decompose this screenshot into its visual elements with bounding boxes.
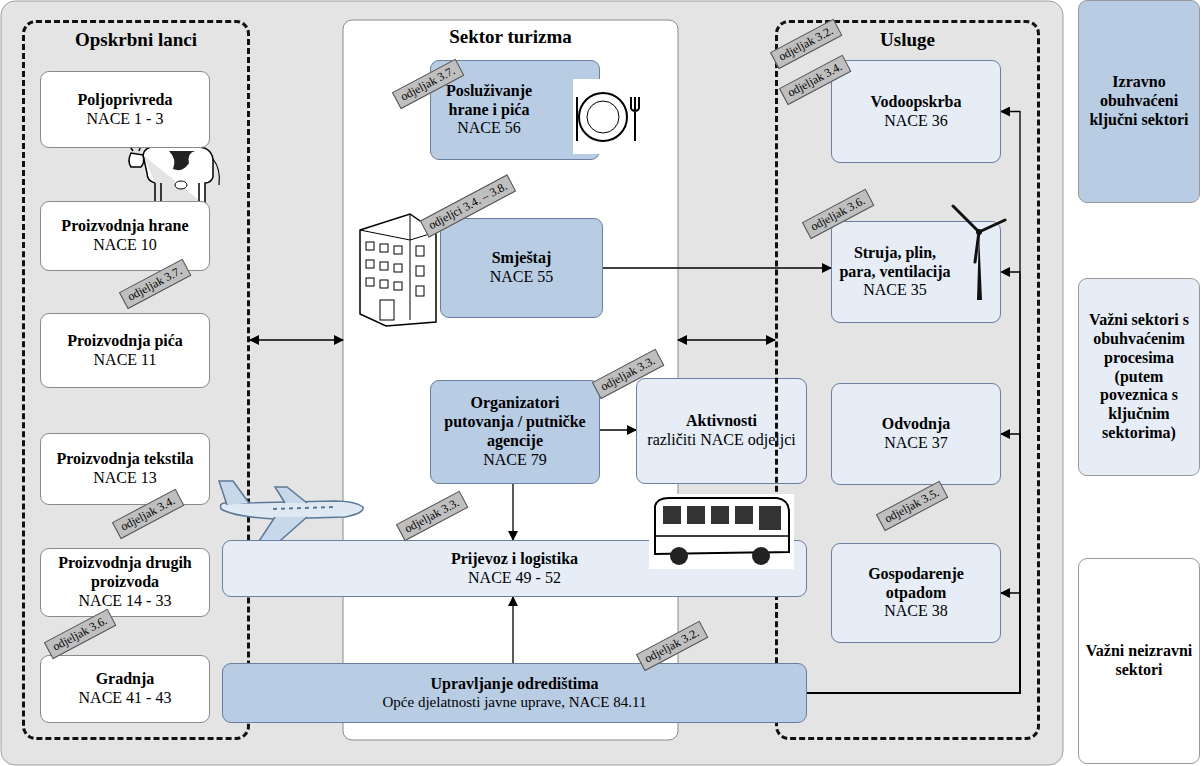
nace-code: NACE 1 - 3 (47, 110, 203, 129)
text-wrap: Gospodarenje otpadomNACE 38 (838, 565, 994, 622)
sector-name: Proizvodnja hrane (47, 217, 203, 236)
sector-name: Vodoopskrba (838, 93, 994, 112)
sector-name: Posluživanje hrane i pića (437, 82, 541, 120)
legend-swatch: Izravno obuhvaćeni ključni sektori (1078, 0, 1200, 203)
nace-code: NACE 79 (437, 451, 593, 470)
nace-code: NACE 49 - 52 (229, 569, 800, 588)
sector-panel (343, 20, 678, 740)
wind-turbine-icon (949, 202, 1009, 302)
nace-code: NACE 37 (838, 434, 994, 453)
legend-text: Važni sektori s obuhvaćenim procesima (p… (1085, 311, 1193, 443)
text-wrap: Posluživanje hrane i pićaNACE 56 (437, 82, 541, 139)
legend-text: Važni neizravni sektori (1085, 642, 1193, 680)
connector-arrow (512, 597, 513, 663)
nace-code: NACE 13 (47, 469, 203, 488)
sector-name: Smještaj (447, 249, 596, 268)
text-wrap: OdvodnjaNACE 37 (838, 415, 994, 453)
sector-box: Proizvodnja drugih proizvodaNACE 14 - 33 (40, 548, 210, 617)
text-wrap: Proizvodnja tekstilaNACE 13 (47, 450, 203, 488)
sector-box: SmještajNACE 55 (440, 218, 603, 318)
sector-name: Prijevoz i logistika (229, 550, 800, 569)
text-wrap: Upravljanje odredištimaOpće djelatnosti … (229, 675, 800, 712)
nace-code: NACE 36 (838, 112, 994, 131)
nace-code: NACE 41 - 43 (47, 689, 203, 708)
nace-code: Opće djelatnosti javne uprave, NACE 84.1… (229, 694, 800, 712)
sector-name: Gradnja (47, 670, 203, 689)
nace-code: NACE 14 - 33 (47, 592, 203, 611)
connector-arrow (250, 339, 343, 340)
grey-panel (1, 1, 1063, 765)
sector-name: Struja, plin, para, ventilacija (838, 244, 952, 282)
sector-box: Aktivnostirazličiti NACE odjeljci (636, 378, 807, 484)
sector-name: Gospodarenje otpadom (838, 565, 994, 603)
text-wrap: Struja, plin, para, ventilacijaNACE 35 (838, 244, 952, 301)
text-wrap: Sektor turizma (347, 26, 674, 48)
sector-name: Odvodnja (838, 415, 994, 434)
sector-name: Proizvodnja tekstila (47, 450, 203, 469)
sector-box: OdvodnjaNACE 37 (831, 383, 1001, 485)
text-wrap: Prijevoz i logistikaNACE 49 - 52 (229, 550, 800, 588)
text-wrap: Proizvodnja drugih proizvodaNACE 14 - 33 (47, 554, 203, 611)
group-region: UslugeVodoopskrbaNACE 36 Struja, plin, p… (775, 20, 1040, 740)
sector-box: Proizvodnja tekstilaNACE 13 (40, 433, 210, 505)
legend-swatch: Važni sektori s obuhvaćenim procesima (p… (1078, 278, 1200, 476)
connector-arrow (603, 267, 831, 268)
group-region: Opskrbni lanciPoljoprivredaNACE 1 - 3 Pro… (22, 20, 250, 740)
connector-arrow (807, 272, 1020, 693)
text-wrap: Organizatori putovanja / putničke agenci… (437, 394, 593, 470)
text-wrap: SmještajNACE 55 (447, 249, 596, 287)
group-title: Opskrbni lanci (29, 29, 243, 51)
nace-code: NACE 11 (47, 351, 203, 370)
plate-icon (573, 79, 645, 154)
text-wrap: PoljoprivredaNACE 1 - 3 (47, 91, 203, 129)
text-wrap: Opskrbni lanci (29, 29, 243, 51)
connector-arrow (678, 339, 775, 340)
legend-text: Izravno obuhvaćeni ključni sektori (1085, 73, 1193, 130)
sector-box: Prijevoz i logistikaNACE 49 - 52 (222, 540, 807, 597)
group-title: Sektor turizma (347, 26, 674, 48)
sector-box: Organizatori putovanja / putničke agenci… (430, 380, 600, 484)
sector-name: Organizatori putovanja / putničke agenci… (437, 394, 593, 451)
connector-arrow (600, 429, 636, 430)
sector-box: VodoopskrbaNACE 36 (831, 60, 1001, 163)
sector-name: Poljoprivreda (47, 91, 203, 110)
text-wrap: GradnjaNACE 41 - 43 (47, 670, 203, 708)
connector-arrow (512, 484, 513, 540)
sector-box: Proizvodnja hraneNACE 10 (40, 201, 210, 271)
sector-box: Proizvodnja pićaNACE 11 (40, 313, 210, 388)
text-wrap: Proizvodnja hraneNACE 10 (47, 217, 203, 255)
sector-name: Upravljanje odredištima (229, 675, 800, 694)
legend-swatch: Važni neizravni sektori (1078, 558, 1200, 764)
sector-box: Gospodarenje otpadomNACE 38 (831, 543, 1001, 643)
sector-box: GradnjaNACE 41 - 43 (40, 655, 210, 723)
nace-code: NACE 56 (437, 119, 541, 138)
sector-name: Proizvodnja pića (47, 332, 203, 351)
bus-icon (649, 494, 794, 569)
text-wrap: VodoopskrbaNACE 36 (838, 93, 994, 131)
nace-code: NACE 55 (447, 268, 596, 287)
nace-code: NACE 35 (838, 281, 952, 300)
nace-code: NACE 38 (838, 602, 994, 621)
sector-name: Proizvodnja drugih proizvoda (47, 554, 203, 592)
sector-box: Upravljanje odredištimaOpće djelatnosti … (222, 663, 807, 723)
connector-arrow (807, 112, 1020, 694)
text-wrap: Proizvodnja pićaNACE 11 (47, 332, 203, 370)
nace-code: NACE 10 (47, 236, 203, 255)
sector-box: Struja, plin, para, ventilacijaNACE 35 (831, 221, 1001, 323)
sector-box: PoljoprivredaNACE 1 - 3 (40, 71, 210, 148)
